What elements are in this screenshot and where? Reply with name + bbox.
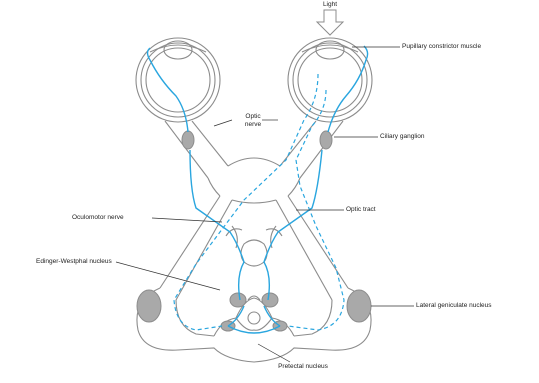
light-arrow-icon: [317, 10, 343, 35]
optic-nerve-label-line1: Optic: [245, 114, 260, 121]
edinger-westphal-nuclei: [230, 293, 278, 307]
light-label: Light: [323, 2, 337, 9]
optic-tract-label: Optic tract: [346, 207, 376, 214]
pretectal-nucleus-label: Pretectal nucleus: [278, 364, 328, 371]
lateral-geniculate-left: [137, 290, 161, 322]
ciliary-ganglion-label: Ciliary ganglion: [380, 134, 424, 141]
edinger-westphal-label: Edinger-Westphal nucleus: [36, 259, 112, 266]
ciliary-ganglion-right: [320, 131, 332, 149]
pupillary-constrictor-label: Pupillary constrictor muscle: [402, 44, 481, 51]
lateral-geniculate-label: Lateral geniculate nucleus: [416, 303, 492, 310]
lateral-geniculate-right: [347, 290, 371, 322]
right-eyeball: [288, 38, 372, 122]
ciliary-ganglion-left: [182, 131, 194, 149]
optic-nerve-label-line2: nerve: [245, 122, 261, 129]
optic-pathway-outline: [137, 121, 371, 362]
oculomotor-nerve-label: Oculomotor nerve: [72, 215, 124, 222]
